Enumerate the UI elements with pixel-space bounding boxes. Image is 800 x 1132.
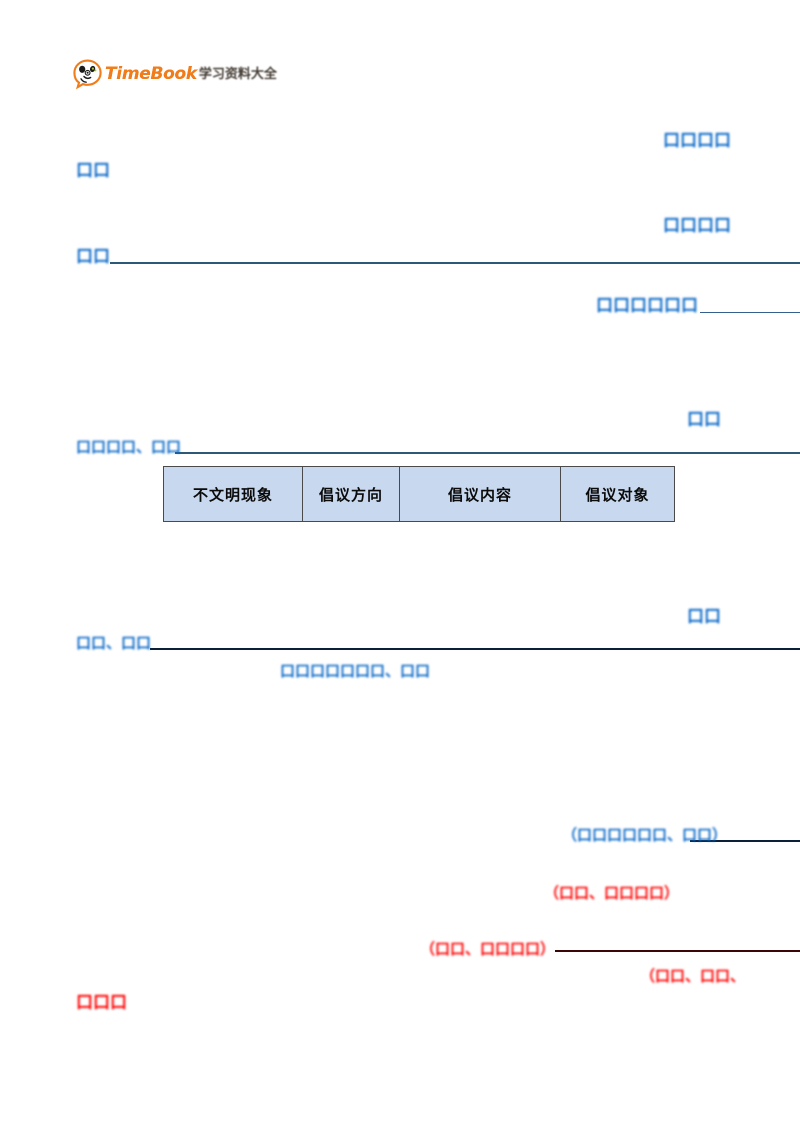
redacted-text-r1: 口口口口 bbox=[663, 131, 731, 151]
rule-line bbox=[700, 312, 800, 313]
table-container: 不文明现象 倡议方向 倡议内容 倡议对象 bbox=[163, 466, 675, 522]
rule-line bbox=[110, 262, 800, 264]
brand-subtitle: 学习资料大全 bbox=[198, 66, 277, 82]
brand-name: TimeBook bbox=[105, 63, 197, 84]
redacted-text-r12: （口口、口口口口） bbox=[544, 884, 680, 902]
table-header-row: 不文明现象 倡议方向 倡议内容 倡议对象 bbox=[163, 466, 675, 522]
redacted-text-r13: （口口、口口口口） bbox=[420, 940, 556, 958]
table-header-content: 倡议内容 bbox=[399, 466, 561, 522]
rule-line bbox=[690, 840, 800, 842]
table-header-target: 倡议对象 bbox=[560, 466, 675, 522]
redacted-text-r4: 口口 bbox=[76, 247, 110, 267]
rule-line bbox=[150, 648, 800, 650]
redacted-text-r11: （口口口口口口、口口） bbox=[562, 826, 728, 844]
brand-watermark: TimeBook 学习资料大全 bbox=[72, 58, 277, 90]
redacted-text-r8: 口口 bbox=[687, 607, 721, 627]
redacted-text-r2: 口口 bbox=[76, 161, 110, 181]
redacted-text-r3: 口口口口 bbox=[663, 216, 731, 236]
redacted-text-r10: 口口口口口口口、口口 bbox=[280, 662, 431, 680]
redacted-text-r5: 口口口口口口 bbox=[596, 296, 698, 316]
rule-line bbox=[555, 950, 800, 952]
redacted-text-r15: 口口口 bbox=[76, 993, 127, 1013]
timebook-panda-logo-icon bbox=[72, 59, 103, 90]
table-header-direction: 倡议方向 bbox=[302, 466, 400, 522]
rule-line bbox=[175, 452, 800, 454]
redacted-text-r9: 口口、口口 bbox=[76, 634, 152, 652]
redacted-text-r7: 口口口口、口口 bbox=[76, 438, 182, 456]
table-header-phenomenon: 不文明现象 bbox=[163, 466, 303, 522]
redacted-text-r6: 口口 bbox=[687, 410, 721, 430]
redacted-text-r14: （口口、口口、 bbox=[640, 967, 746, 985]
uncivilized-behavior-proposal-table: 不文明现象 倡议方向 倡议内容 倡议对象 bbox=[163, 466, 675, 522]
